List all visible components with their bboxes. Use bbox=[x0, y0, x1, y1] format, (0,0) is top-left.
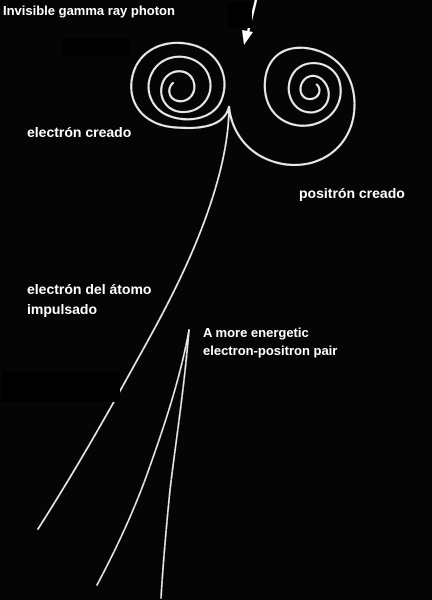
energetic-pair-label-line2: electron-positron pair bbox=[203, 343, 338, 358]
redaction-block bbox=[62, 38, 130, 56]
gamma-photon-label: Invisible gamma ray photon bbox=[3, 3, 175, 18]
recoil-electron-label-line1: electrón del átomo bbox=[27, 281, 152, 297]
pair-track-right bbox=[160, 329, 190, 599]
redaction-block bbox=[2, 372, 120, 402]
energetic-pair-label: A more energetic electron-positron pair bbox=[203, 324, 337, 360]
redaction-block bbox=[228, 2, 252, 28]
positron-created-label: positrón creado bbox=[299, 185, 405, 201]
positron-spiral-track bbox=[227, 46, 356, 167]
electron-created-label: electrón creado bbox=[27, 124, 132, 140]
pair-track-left bbox=[96, 329, 190, 586]
electron-spiral-track bbox=[130, 41, 231, 130]
recoil-electron-track bbox=[37, 106, 230, 530]
energetic-pair-label-line1: A more energetic bbox=[203, 325, 309, 340]
recoil-electron-label: electrón del átomo impulsado bbox=[27, 279, 151, 319]
recoil-electron-label-line2: impulsado bbox=[27, 301, 98, 317]
